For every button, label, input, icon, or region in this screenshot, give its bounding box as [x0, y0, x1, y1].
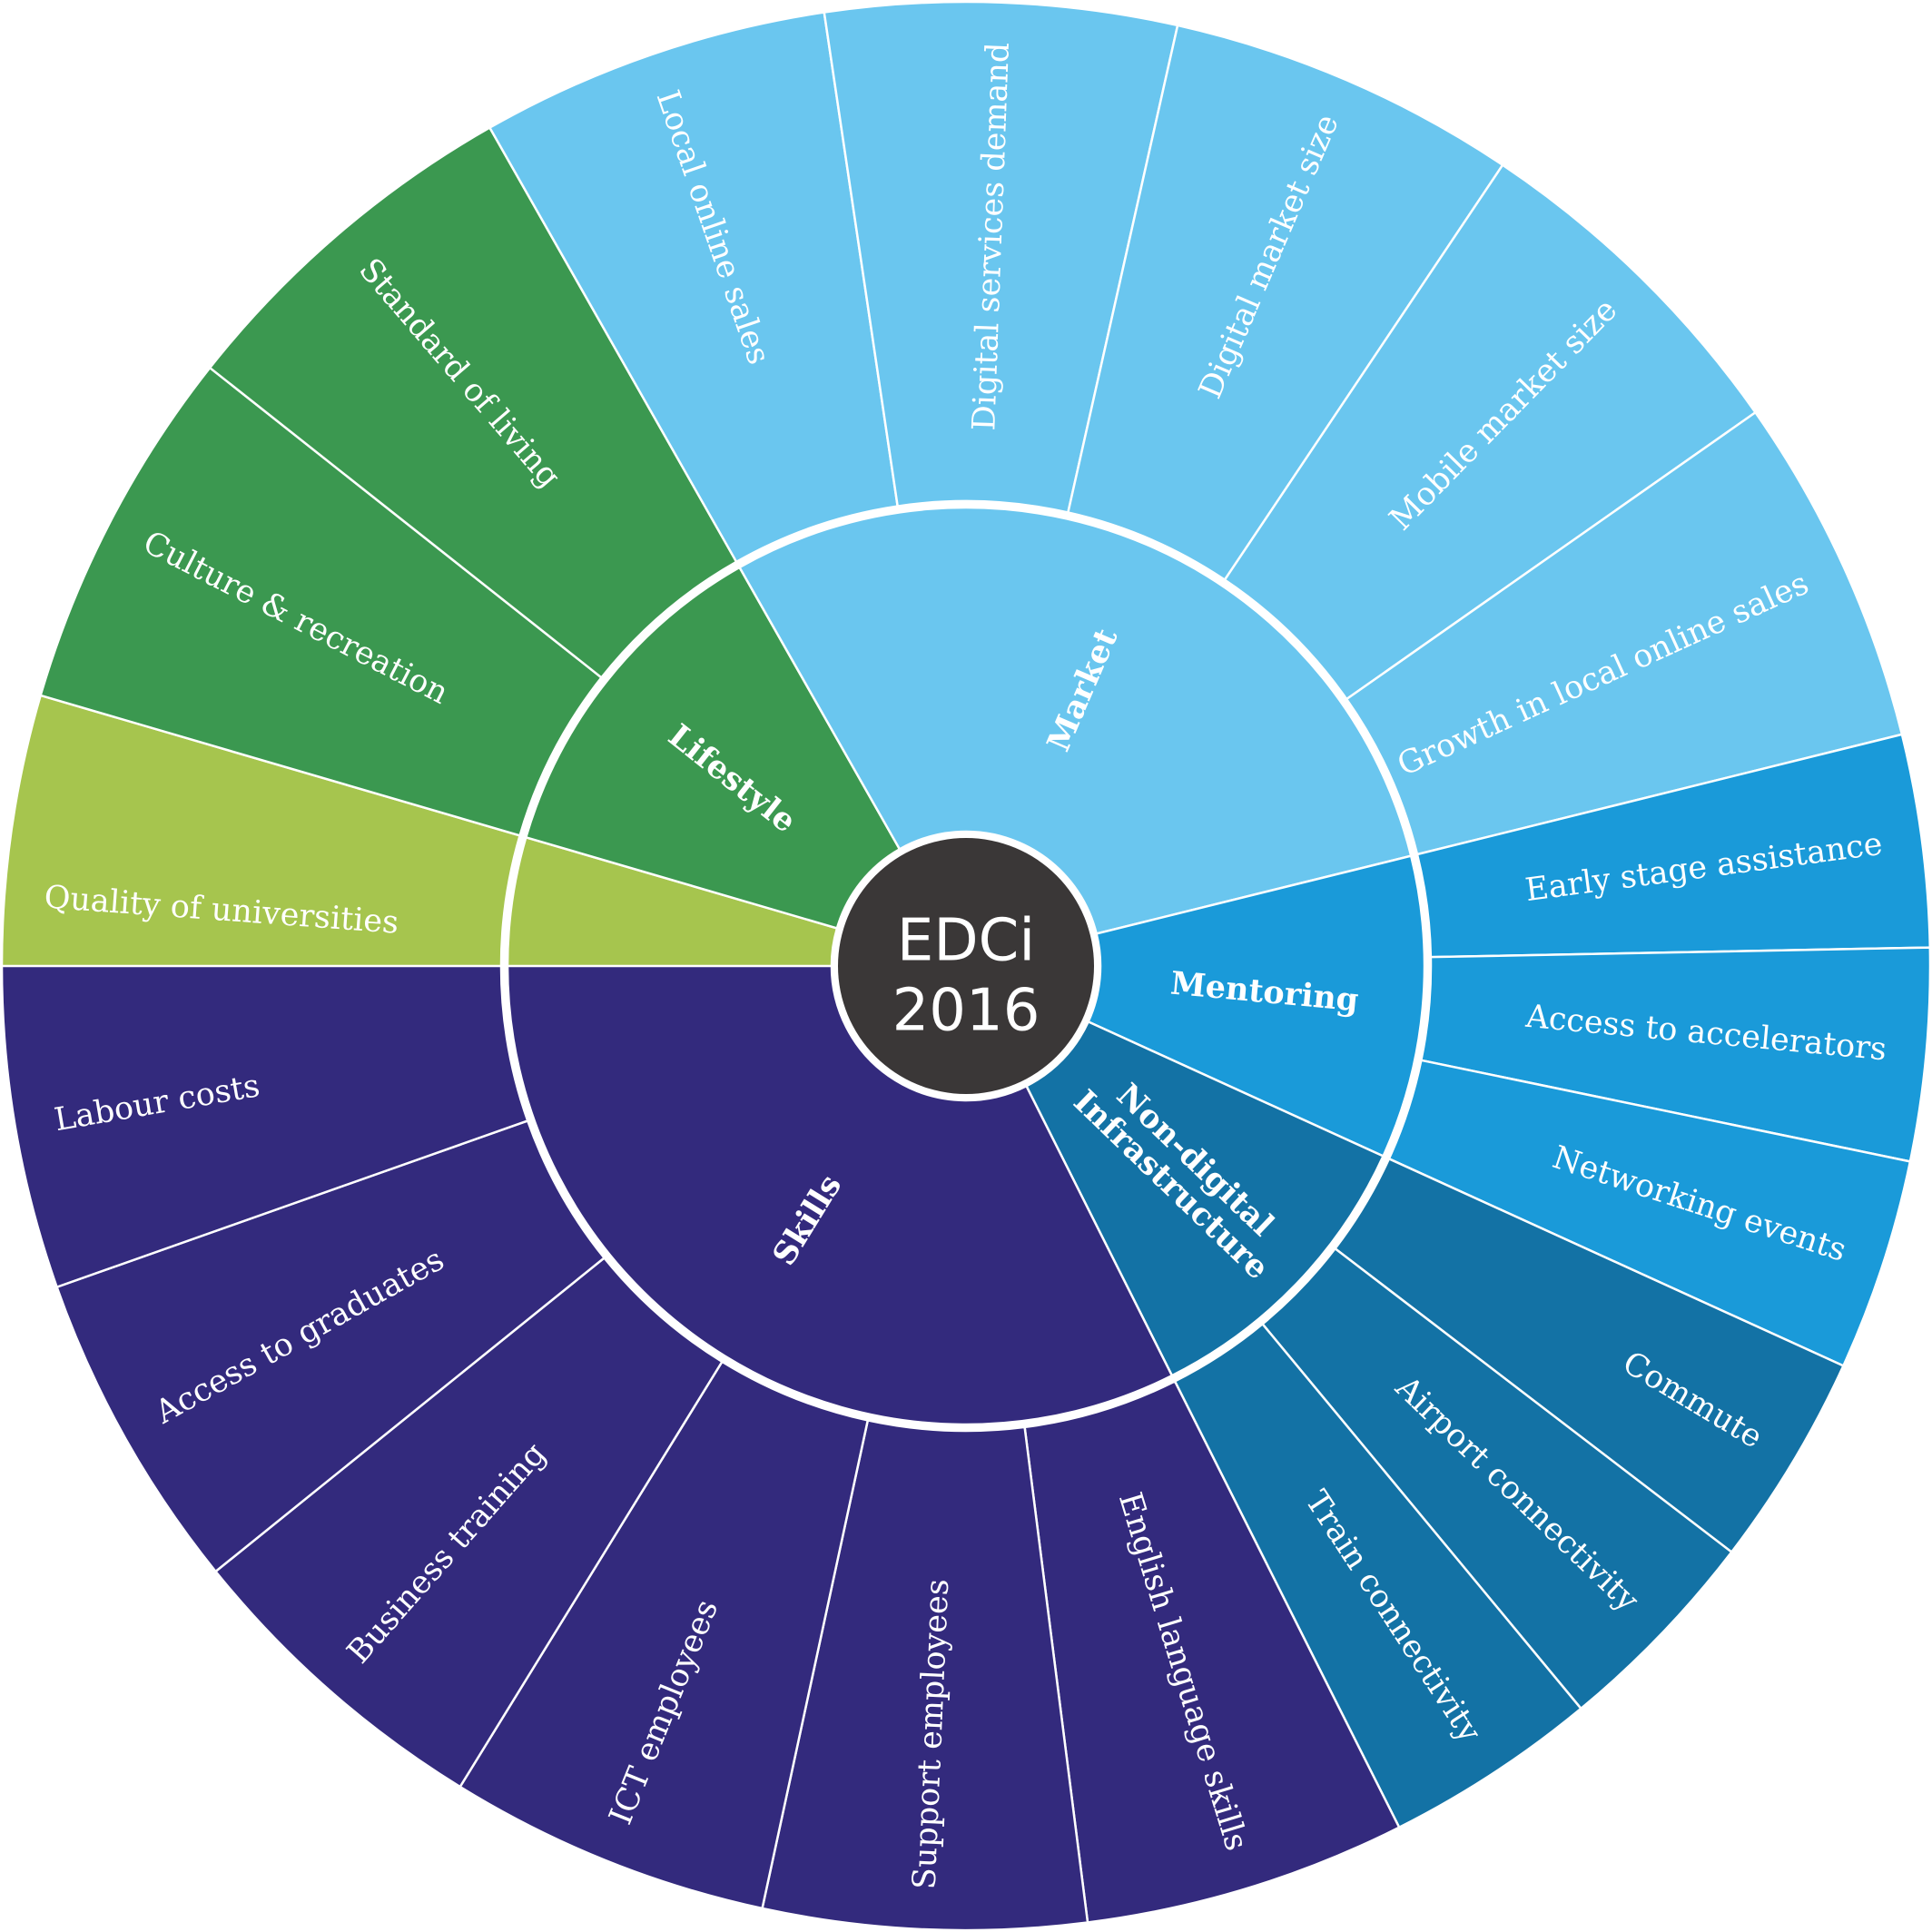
inner-ring: Access toCapitalBusinessEnvironmentDigit…	[506, 506, 1426, 1426]
center-year: 2016	[892, 978, 1040, 1045]
wedge-standard-of-living	[208, 125, 738, 680]
center-title: EDCi	[897, 908, 1035, 975]
center-disc: EDCi 2016	[832, 832, 1100, 1100]
wedge-labour-costs	[0, 964, 529, 1289]
center-circle	[838, 838, 1094, 1094]
wedge-culture-recreation	[39, 366, 604, 837]
